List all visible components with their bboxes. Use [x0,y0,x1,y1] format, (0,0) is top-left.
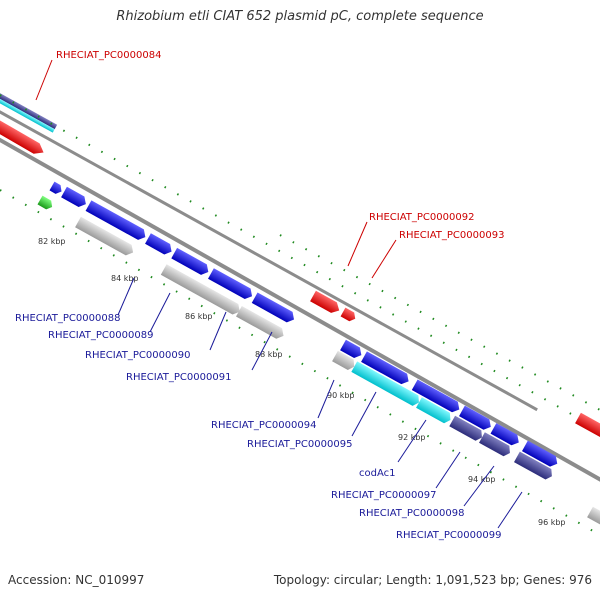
gene-blue-g[interactable] [340,339,364,361]
tick-label: 92 kbp [398,433,426,442]
gene-blue-b[interactable] [85,200,149,242]
leader-pc95 [351,391,377,437]
gene-pc90-gray[interactable] [160,264,243,317]
gene-codac1-cyan[interactable] [416,397,453,425]
gene-label-pc94[interactable]: RHECIAT_PC0000094 [211,420,316,431]
leader-pc94 [317,379,335,419]
accession-label: Accession: NC_010997 [8,573,145,587]
gene-label-pc89[interactable]: RHECIAT_PC0000089 [48,330,153,341]
blue-feature-1[interactable] [49,181,65,196]
feature-track [0,115,600,527]
leader-pc98 [463,465,495,507]
leader-pc89 [149,292,171,333]
leader-pc84 [35,59,53,101]
leader-pc99 [497,491,523,529]
gene-label-pc95[interactable]: RHECIAT_PC0000095 [247,439,352,450]
gene-label-pc98[interactable]: RHECIAT_PC0000098 [359,508,464,519]
gene-label-pc84[interactable]: RHECIAT_PC0000084 [56,50,161,61]
tick-label: 84 kbp [111,274,139,283]
gene-blue-k[interactable] [490,423,522,448]
gene-label-codac1[interactable]: codAc1 [359,468,396,479]
gene-blue-l[interactable] [522,440,560,469]
gene-label-pc99[interactable]: RHECIAT_PC0000099 [396,530,501,541]
leader-pc93 [371,239,397,279]
tick-label: 90 kbp [327,391,355,400]
upper-backbone [0,85,538,412]
gene-pc88-gray[interactable] [75,216,136,258]
upper-cyan-feature [0,89,55,133]
gene-blue-d[interactable] [171,247,211,277]
gene-pc95-cyan[interactable] [351,361,422,407]
leader-codac1 [397,419,427,463]
callout-lines [35,59,523,529]
gene-pc94-gray[interactable] [332,350,357,372]
gene-blue-a[interactable] [61,186,89,210]
gene-label-pc93[interactable]: RHECIAT_PC0000093 [399,230,504,241]
gene-blue-j[interactable] [459,405,494,432]
gene-pc93-arrow[interactable] [340,307,358,324]
tick-label: 96 kbp [538,518,566,527]
leader-pc91 [251,331,273,371]
tick-label: 94 kbp [468,475,496,484]
green-feature[interactable] [37,195,55,212]
tick-labels: 82 kbp 84 kbp 86 kbp 88 kbp 90 kbp 92 kb… [38,237,566,527]
main-backbone [0,133,600,492]
gene-label-pc88[interactable]: RHECIAT_PC0000088 [15,313,120,324]
gene-label-pc97[interactable]: RHECIAT_PC0000097 [331,490,436,501]
outer-tick-track [0,94,600,431]
gene-pc92-arrow[interactable] [310,290,342,316]
gene-blue-e[interactable] [208,268,255,301]
map-title: Rhizobium etli CIAT 652 plasmid pC, comp… [116,9,484,24]
right-gray-feature[interactable] [587,506,600,527]
gene-blue-h[interactable] [361,351,411,386]
leader-pc97 [435,451,461,489]
leader-pc88 [117,277,135,316]
mid-tick-track [279,234,600,411]
gene-pc84-arrow[interactable] [0,115,47,158]
leader-pc92 [347,221,368,267]
gene-label-pc90[interactable]: RHECIAT_PC0000090 [85,350,190,361]
upper-backbone-line [0,98,538,412]
gene-blue-c[interactable] [145,233,174,257]
tick-label: 82 kbp [38,237,66,246]
gene-pc91-gray[interactable] [236,305,286,341]
tick-label: 86 kbp [185,312,213,321]
gene-pc98-navy[interactable] [479,432,513,458]
tick-label: 88 kbp [255,350,283,359]
gene-blue-i[interactable] [411,379,462,415]
upper-navy-feature [0,85,58,130]
gene-label-pc92[interactable]: RHECIAT_PC0000092 [369,212,474,223]
gene-labels: RHECIAT_PC0000084 RHECIAT_PC0000092 RHEC… [15,50,504,541]
gene-label-pc91[interactable]: RHECIAT_PC0000091 [126,372,231,383]
topology-summary: Topology: circular; Length: 1,091,523 bp… [273,573,592,587]
leader-pc90 [209,311,227,351]
inner-tick-track [0,189,600,536]
main-backbone-line [0,133,600,492]
right-red-feature[interactable] [575,412,600,438]
gene-pc99-navy[interactable] [514,451,555,482]
gene-blue-f[interactable] [251,292,297,324]
gene-pc97-navy[interactable] [449,415,485,443]
